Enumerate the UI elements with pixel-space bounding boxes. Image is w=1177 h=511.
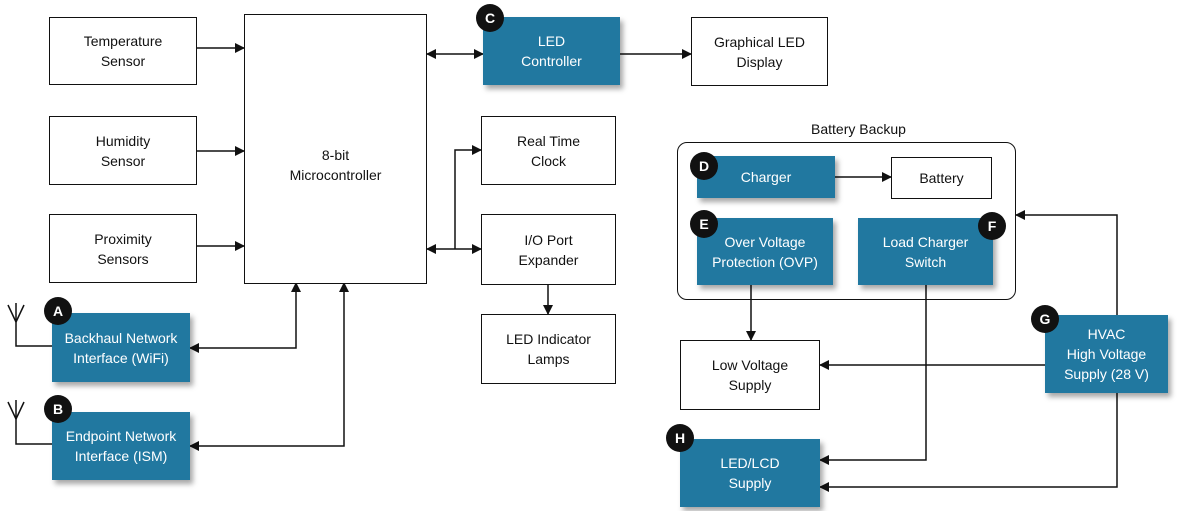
block-label: Sensor [100,53,146,69]
graphical-led-display-block: Graphical LED Display [691,17,828,86]
block-label: Display [736,53,783,70]
antenna-icon [7,400,52,445]
block-label: Supply [728,377,772,393]
io-port-expander-block: I/O Port Expander [481,214,616,285]
low-voltage-supply-block: Low Voltage Supply [680,340,820,410]
block-label: LED Indicator [506,331,591,347]
charger-block: Charger [697,156,835,198]
battery-block: Battery [891,157,992,199]
antenna-icon [7,303,52,347]
humidity-sensor-block: Humidity Sensor [49,116,197,185]
backhaul-network-interface-block: Backhaul Network Interface (WiFi) [52,313,190,382]
wire-load-switch-led-supply [819,285,927,465]
block-label: Low Voltage [711,357,789,373]
endpoint-network-interface-block: Endpoint Network Interface (ISM) [52,412,190,480]
battery-backup-group [677,142,1016,300]
wire-bus-rtc [454,145,482,249]
badge-g: G [1031,305,1059,333]
block-label: Interface (WiFi) [73,349,169,366]
block-label: Expander [518,251,579,268]
badge-f: F [978,212,1006,240]
block-label: Charger [740,169,792,185]
block-label: Sensor [100,152,146,169]
block-label: 8-bit [321,147,350,163]
block-label: High Voltage [1066,346,1147,362]
block-label: Microcontroller [289,167,382,183]
wire-hvac-battery-backup [1015,210,1118,330]
led-indicator-lamps-block: LED Indicator Lamps [481,314,616,384]
block-label: I/O Port [524,231,573,248]
badge-e: E [690,210,718,238]
block-label: Backhaul Network [64,329,178,346]
block-label: Battery [919,170,964,186]
block-label: Endpoint Network [65,428,177,444]
block-label: Supply [728,475,772,491]
badge-b: B [44,395,72,423]
badge-c: C [476,4,504,32]
badge-a: A [44,297,72,325]
block-label: HVAC [1087,326,1126,342]
block-label: Over Voltage [724,233,806,250]
block-label: Proximity [94,230,152,247]
wire-hvac-led-supply [819,393,1118,492]
wire-mcu-backhaul [189,282,301,353]
block-label: Protection (OVP) [712,253,818,270]
block-label: Clock [530,152,566,169]
battery-backup-title: Battery Backup [811,121,906,137]
proximity-sensors-block: Proximity Sensors [49,214,197,283]
block-label: Switch [904,253,947,270]
hvac-high-voltage-supply-block: HVAC High Voltage Supply (28 V) [1045,315,1168,393]
block-label: Sensors [97,250,149,267]
microcontroller-block: 8-bit Microcontroller [244,14,427,284]
real-time-clock-block: Real Time Clock [481,116,616,185]
temperature-sensor-block: Temperature Sensor [49,17,197,85]
block-label: Graphical LED [713,33,806,50]
block-label: Interface (ISM) [74,448,168,464]
wire-mcu-endpoint [189,282,349,451]
block-label: Humidity [95,132,151,149]
badge-d: D [690,152,718,180]
block-label: Controller [521,53,582,69]
block-label: Lamps [527,351,570,367]
block-label: LED [537,33,566,49]
block-label: Real Time [516,132,581,149]
led-controller-block: LED Controller [483,17,620,85]
load-charger-switch-block: Load Charger Switch [858,218,993,285]
led-lcd-supply-block: LED/LCD Supply [680,439,820,507]
badge-h: H [666,424,694,452]
block-label: Temperature [83,33,163,49]
over-voltage-protection-block: Over Voltage Protection (OVP) [697,218,833,285]
block-label: LED/LCD [720,455,780,471]
block-label: Supply (28 V) [1064,366,1149,382]
block-label: Load Charger [882,233,969,250]
